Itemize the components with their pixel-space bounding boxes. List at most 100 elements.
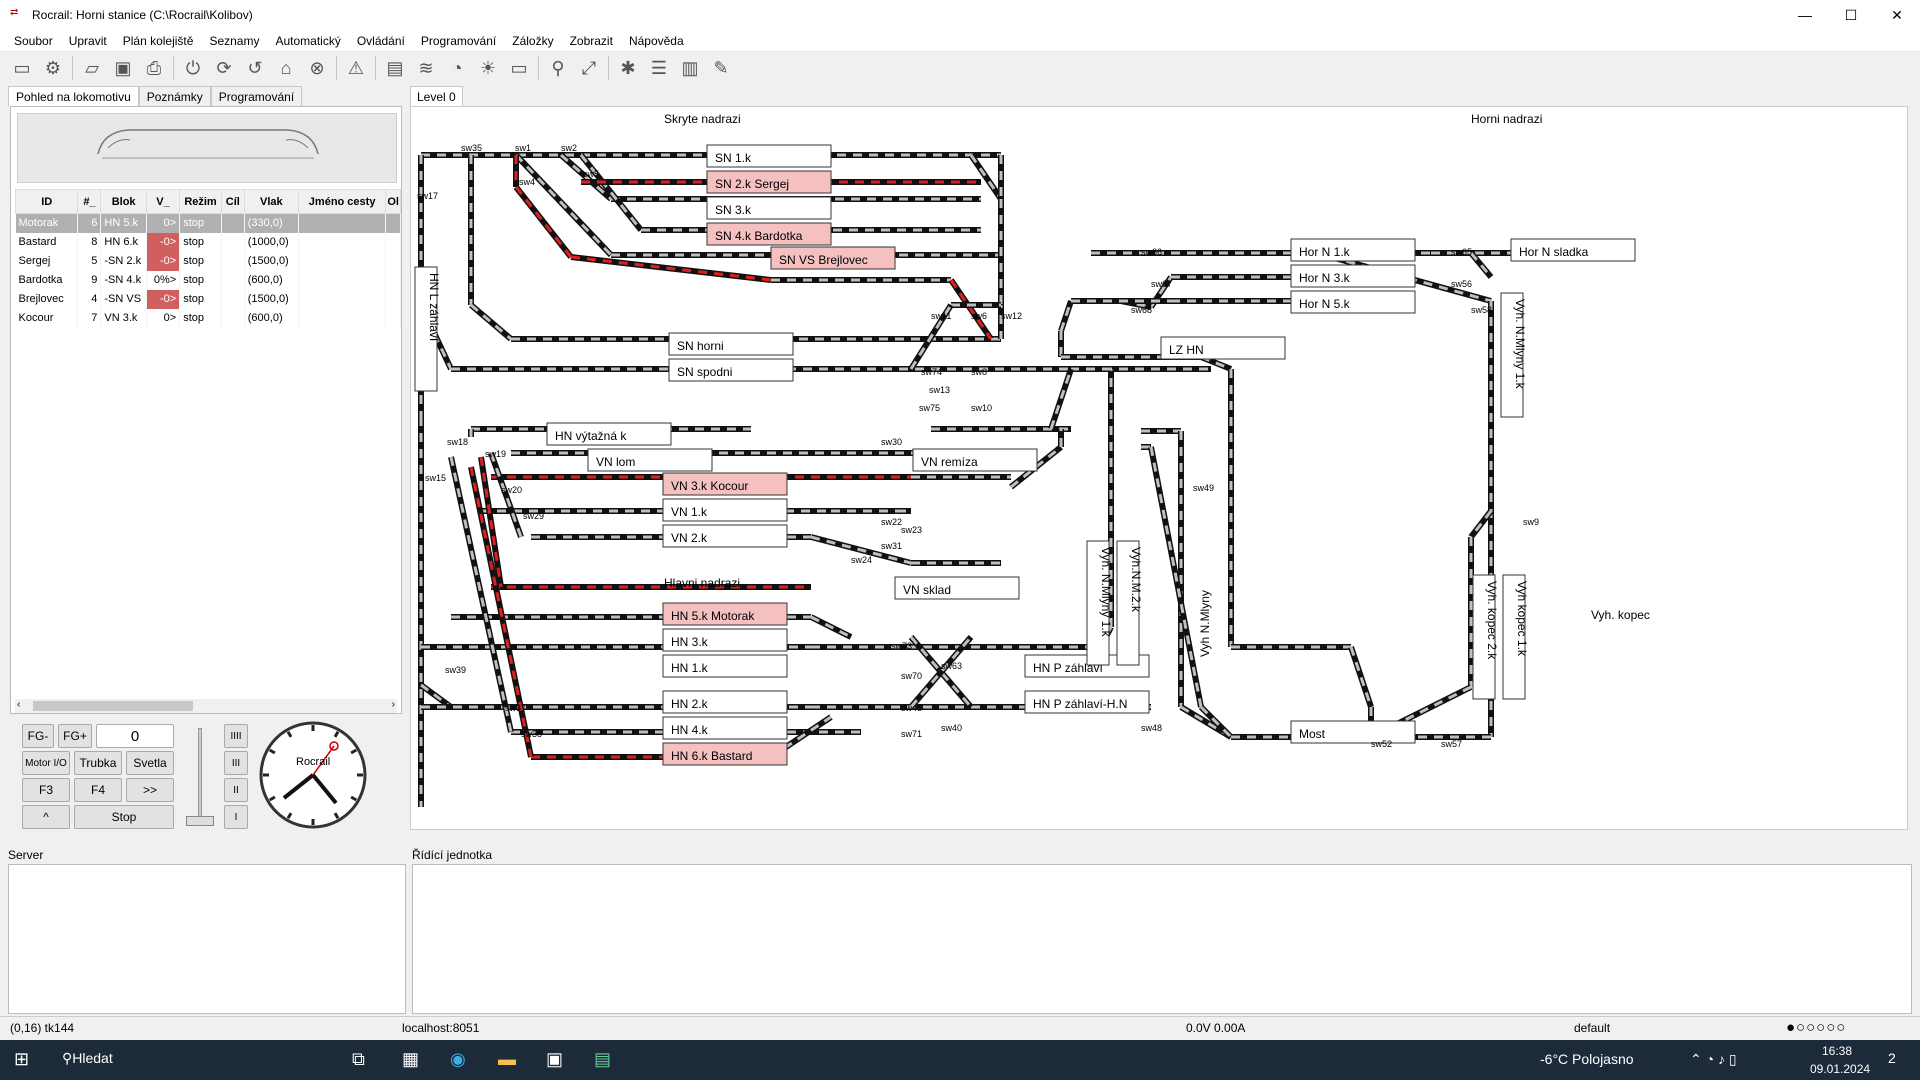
fg-minus-button[interactable]: FG- [22, 724, 54, 748]
taskbar-search[interactable]: ⚲ Hledat [62, 1050, 113, 1066]
track-block [1290, 290, 1416, 314]
list-icon[interactable]: ☰ [650, 57, 668, 78]
gear-4-button[interactable]: IIII [224, 724, 248, 748]
gauge-icon[interactable]: ◔ [451, 57, 463, 78]
svetla-button[interactable]: Svetla [126, 751, 174, 775]
edge-icon[interactable]: ◉ [450, 1049, 466, 1069]
server-label: Server [8, 848, 44, 862]
fullscreen-icon[interactable]: ⤢ [581, 57, 597, 78]
loco-table-scrollbar[interactable]: ‹ › [15, 699, 397, 713]
speed-field[interactable]: 0 [96, 724, 174, 748]
menu-upravit[interactable]: Upravit [68, 33, 107, 48]
switch-label: sw40 [941, 723, 962, 733]
menu-ovladani[interactable]: Ovládání [356, 33, 405, 48]
menu-soubor[interactable]: Soubor [14, 33, 53, 48]
monitor-icon[interactable]: ▭ [510, 57, 528, 78]
gear-2-button[interactable]: II [224, 778, 248, 802]
undo-icon[interactable]: ↺ [247, 57, 263, 78]
cell-vlak: (330,0) [244, 213, 299, 233]
tab-programming[interactable]: Programování [210, 86, 303, 106]
print-icon[interactable]: ⎙ [146, 57, 162, 78]
stop-button[interactable]: Stop [74, 805, 174, 829]
light-icon[interactable]: ☀ [479, 57, 497, 78]
close-button[interactable]: ✕ [1891, 6, 1903, 23]
col-blok[interactable]: Blok [100, 189, 147, 214]
sync-icon[interactable]: ⟳ [216, 57, 232, 78]
minimize-button[interactable]: — [1798, 7, 1812, 23]
server-icon[interactable]: ▭ [13, 57, 31, 78]
power-icon[interactable]: ⏻ [185, 57, 201, 78]
control-unit-log[interactable] [412, 864, 1912, 1014]
menu-napoveda[interactable]: Nápověda [628, 33, 684, 48]
explorer-icon[interactable]: ▬ [498, 1049, 516, 1069]
cell-jm [298, 270, 387, 290]
f4-button[interactable]: F4 [74, 778, 122, 802]
rocrail-taskbar-icon[interactable]: ▣ [546, 1049, 564, 1069]
trubka-button[interactable]: Trubka [74, 751, 122, 775]
home-icon[interactable]: ⌂ [280, 57, 292, 78]
settings-icon[interactable]: ⚙ [44, 57, 62, 78]
zoom-icon[interactable]: ⚲ [551, 57, 565, 78]
col-rezim[interactable]: Režim [179, 189, 222, 214]
notification-icon[interactable]: 2 [1888, 1050, 1896, 1066]
gear-3-button[interactable]: III [224, 751, 248, 775]
clock-brand: Rocrail [296, 756, 330, 768]
track-block [662, 472, 788, 496]
speed-slider[interactable] [186, 728, 214, 828]
track-segment [559, 152, 613, 202]
windows-start-icon[interactable]: ⊞ [14, 1049, 30, 1069]
switch-label: sw71 [901, 729, 922, 739]
f3-button[interactable]: F3 [22, 778, 70, 802]
motor-button[interactable]: Motor I/O [22, 751, 70, 775]
block-label: SN 2.k Sergej [715, 177, 789, 191]
tab-loco-view[interactable]: Pohled na lokomotivu [8, 86, 139, 106]
switch-label: sw4 [519, 177, 535, 187]
weather[interactable]: -6°C Polojasno [1540, 1051, 1634, 1067]
train-icon[interactable]: ▤ [386, 57, 404, 78]
menu-zobrazit[interactable]: Zobrazit [569, 33, 613, 48]
col-id[interactable]: ID [14, 189, 79, 214]
col-v[interactable]: V_ [145, 189, 181, 214]
area-label-mlyny: Vyh N.Mlyny [1198, 590, 1212, 657]
col-cil[interactable]: Cíl [220, 189, 245, 214]
store-icon[interactable]: ▦ [402, 1049, 420, 1069]
tab-level-0[interactable]: Level 0 [410, 86, 463, 107]
direction-button[interactable]: ^ [22, 805, 70, 829]
cell-id: Sergej [15, 251, 79, 271]
wifi-icon[interactable]: ≋ [418, 57, 434, 78]
server-log[interactable] [8, 864, 406, 1014]
warning-icon[interactable]: ⚠ [347, 57, 365, 78]
open-icon[interactable]: ▱ [85, 57, 99, 78]
task-view-icon[interactable]: ⧉ [352, 1049, 365, 1069]
col-ol[interactable]: Ol [385, 189, 401, 214]
app-taskbar-icon[interactable]: ▤ [594, 1049, 612, 1069]
col-vlak[interactable]: Vlak [243, 189, 299, 214]
cancel-icon[interactable]: ⊗ [309, 57, 325, 78]
menu-plan[interactable]: Plán kolejiště [122, 33, 194, 48]
bug-icon[interactable]: ✱ [620, 57, 636, 78]
save-icon[interactable]: ▣ [114, 57, 132, 78]
tray-icons[interactable]: ⌃ ◔ ♪ ▯ [1690, 1051, 1737, 1067]
cell-blok: -SN VS [100, 289, 147, 309]
col-jmeno[interactable]: Jméno cesty [297, 189, 387, 214]
tab-notes[interactable]: Poznámky [138, 86, 211, 106]
maximize-button[interactable]: ☐ [1844, 6, 1858, 23]
menu-programovani[interactable]: Programování [420, 33, 497, 48]
col-num[interactable]: #_ [77, 189, 102, 214]
book-icon[interactable]: ▥ [681, 57, 699, 78]
fg-plus-button[interactable]: FG+ [58, 724, 92, 748]
notes-icon[interactable]: ✎ [713, 57, 729, 78]
menu-automaticky[interactable]: Automatický [275, 33, 341, 48]
more-button[interactable]: >> [126, 778, 174, 802]
gear-1-button[interactable]: I [224, 805, 248, 829]
menu-zalozky[interactable]: Záložky [512, 33, 554, 48]
block-label: SN 4.k Bardotka [715, 229, 803, 243]
menu-seznamy[interactable]: Seznamy [209, 33, 260, 48]
